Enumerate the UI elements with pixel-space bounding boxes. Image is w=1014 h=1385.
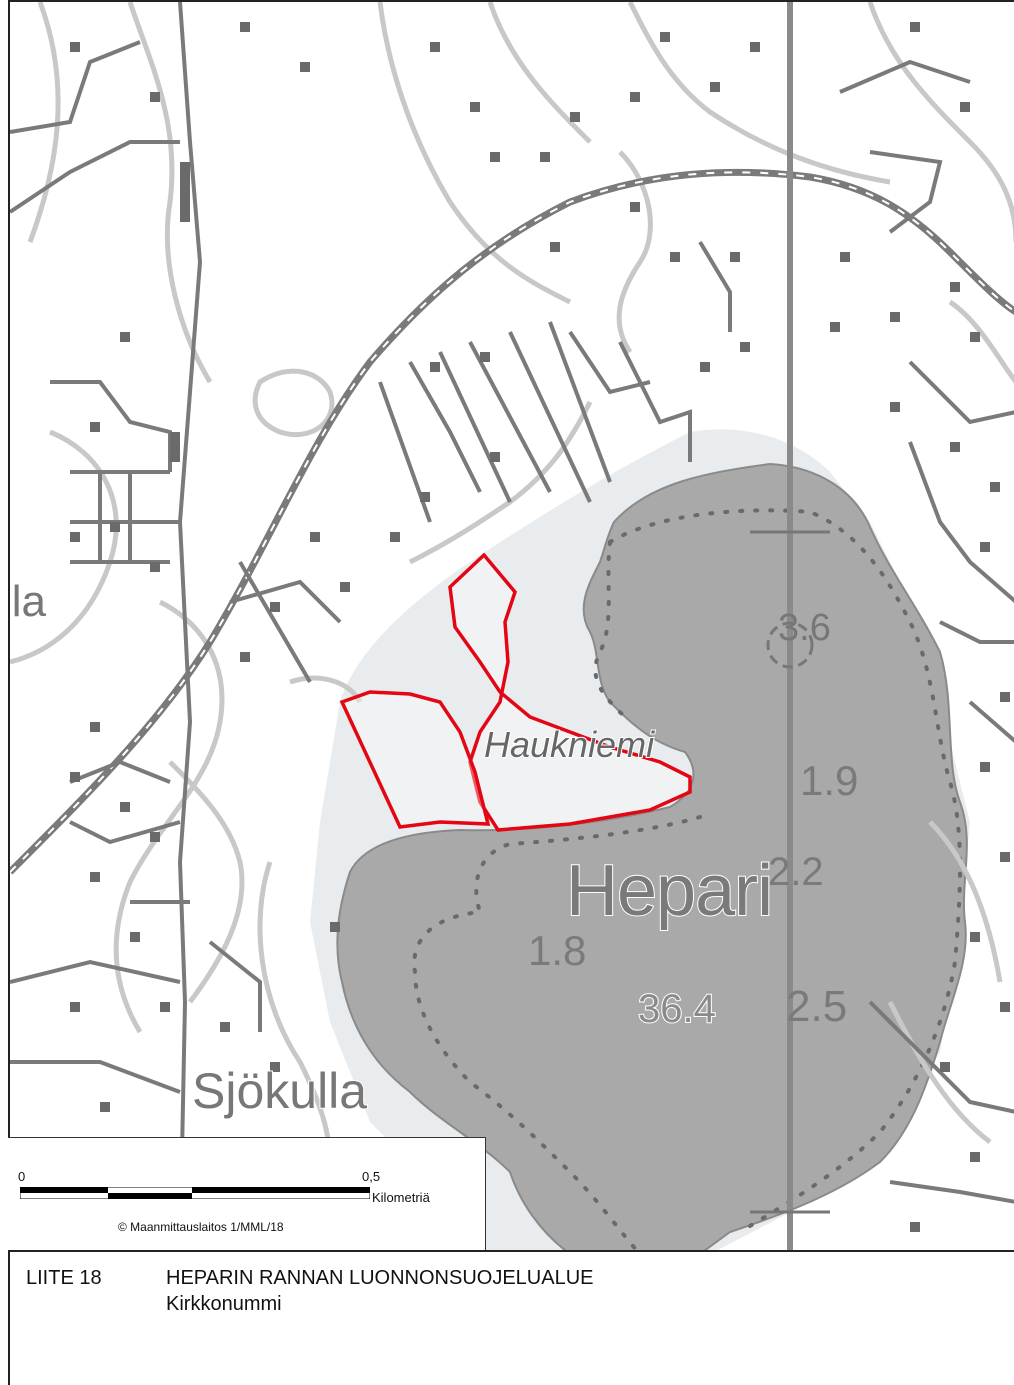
appendix-id: LIITE 18 xyxy=(26,1267,102,1289)
map-label-village-south: Sjökulla xyxy=(191,1062,368,1120)
map-label-village-west: lla xyxy=(10,576,47,627)
protected-area-west xyxy=(339,690,491,829)
buildings xyxy=(70,22,1010,1232)
scale-start-label: 0 xyxy=(18,1169,26,1184)
scale-bar-panel: 0 0,5 Kilometriä © Maanmittauslaitos 1/M… xyxy=(8,1137,486,1250)
area-label: 36.4 xyxy=(637,986,717,1032)
protected-area-east xyxy=(448,552,692,832)
map-canvas xyxy=(10,2,1014,1250)
map-caption: LIITE 18 HEPARIN RANNAN LUONNONSUOJELUAL… xyxy=(8,1252,1014,1385)
map-view[interactable]: Hepari Haukniemi lla Sjökulla 3.6 1.9 2.… xyxy=(8,0,1014,1252)
caption-title: HEPARIN RANNAN LUONNONSUOJELUALUE xyxy=(166,1267,594,1289)
inlet-water xyxy=(340,694,490,828)
scale-unit-label: Kilometriä xyxy=(372,1190,430,1205)
scale-end-label: 0,5 xyxy=(362,1169,381,1184)
map-label-cape: Haukniemi xyxy=(483,723,655,766)
caption-municipality: Kirkkonummi xyxy=(166,1293,282,1315)
copyright-notice: © Maanmittauslaitos 1/MML/18 xyxy=(118,1220,284,1234)
local-roads xyxy=(10,2,1014,1250)
map-label-lake: Hepari xyxy=(565,850,774,932)
shallow-line xyxy=(412,815,702,1250)
scale-bar xyxy=(20,1187,370,1199)
shallow-line xyxy=(593,540,632,724)
survey-marker xyxy=(766,621,814,669)
lake-water xyxy=(336,462,968,1250)
depth-label: 3.6 xyxy=(778,607,831,649)
depth-label: 1.9 xyxy=(800,757,859,804)
depth-label: 1.8 xyxy=(528,927,587,974)
main-road xyxy=(10,168,1014,875)
depth-label: 2.2 xyxy=(768,850,824,894)
depth-label: 2.5 xyxy=(786,982,848,1031)
